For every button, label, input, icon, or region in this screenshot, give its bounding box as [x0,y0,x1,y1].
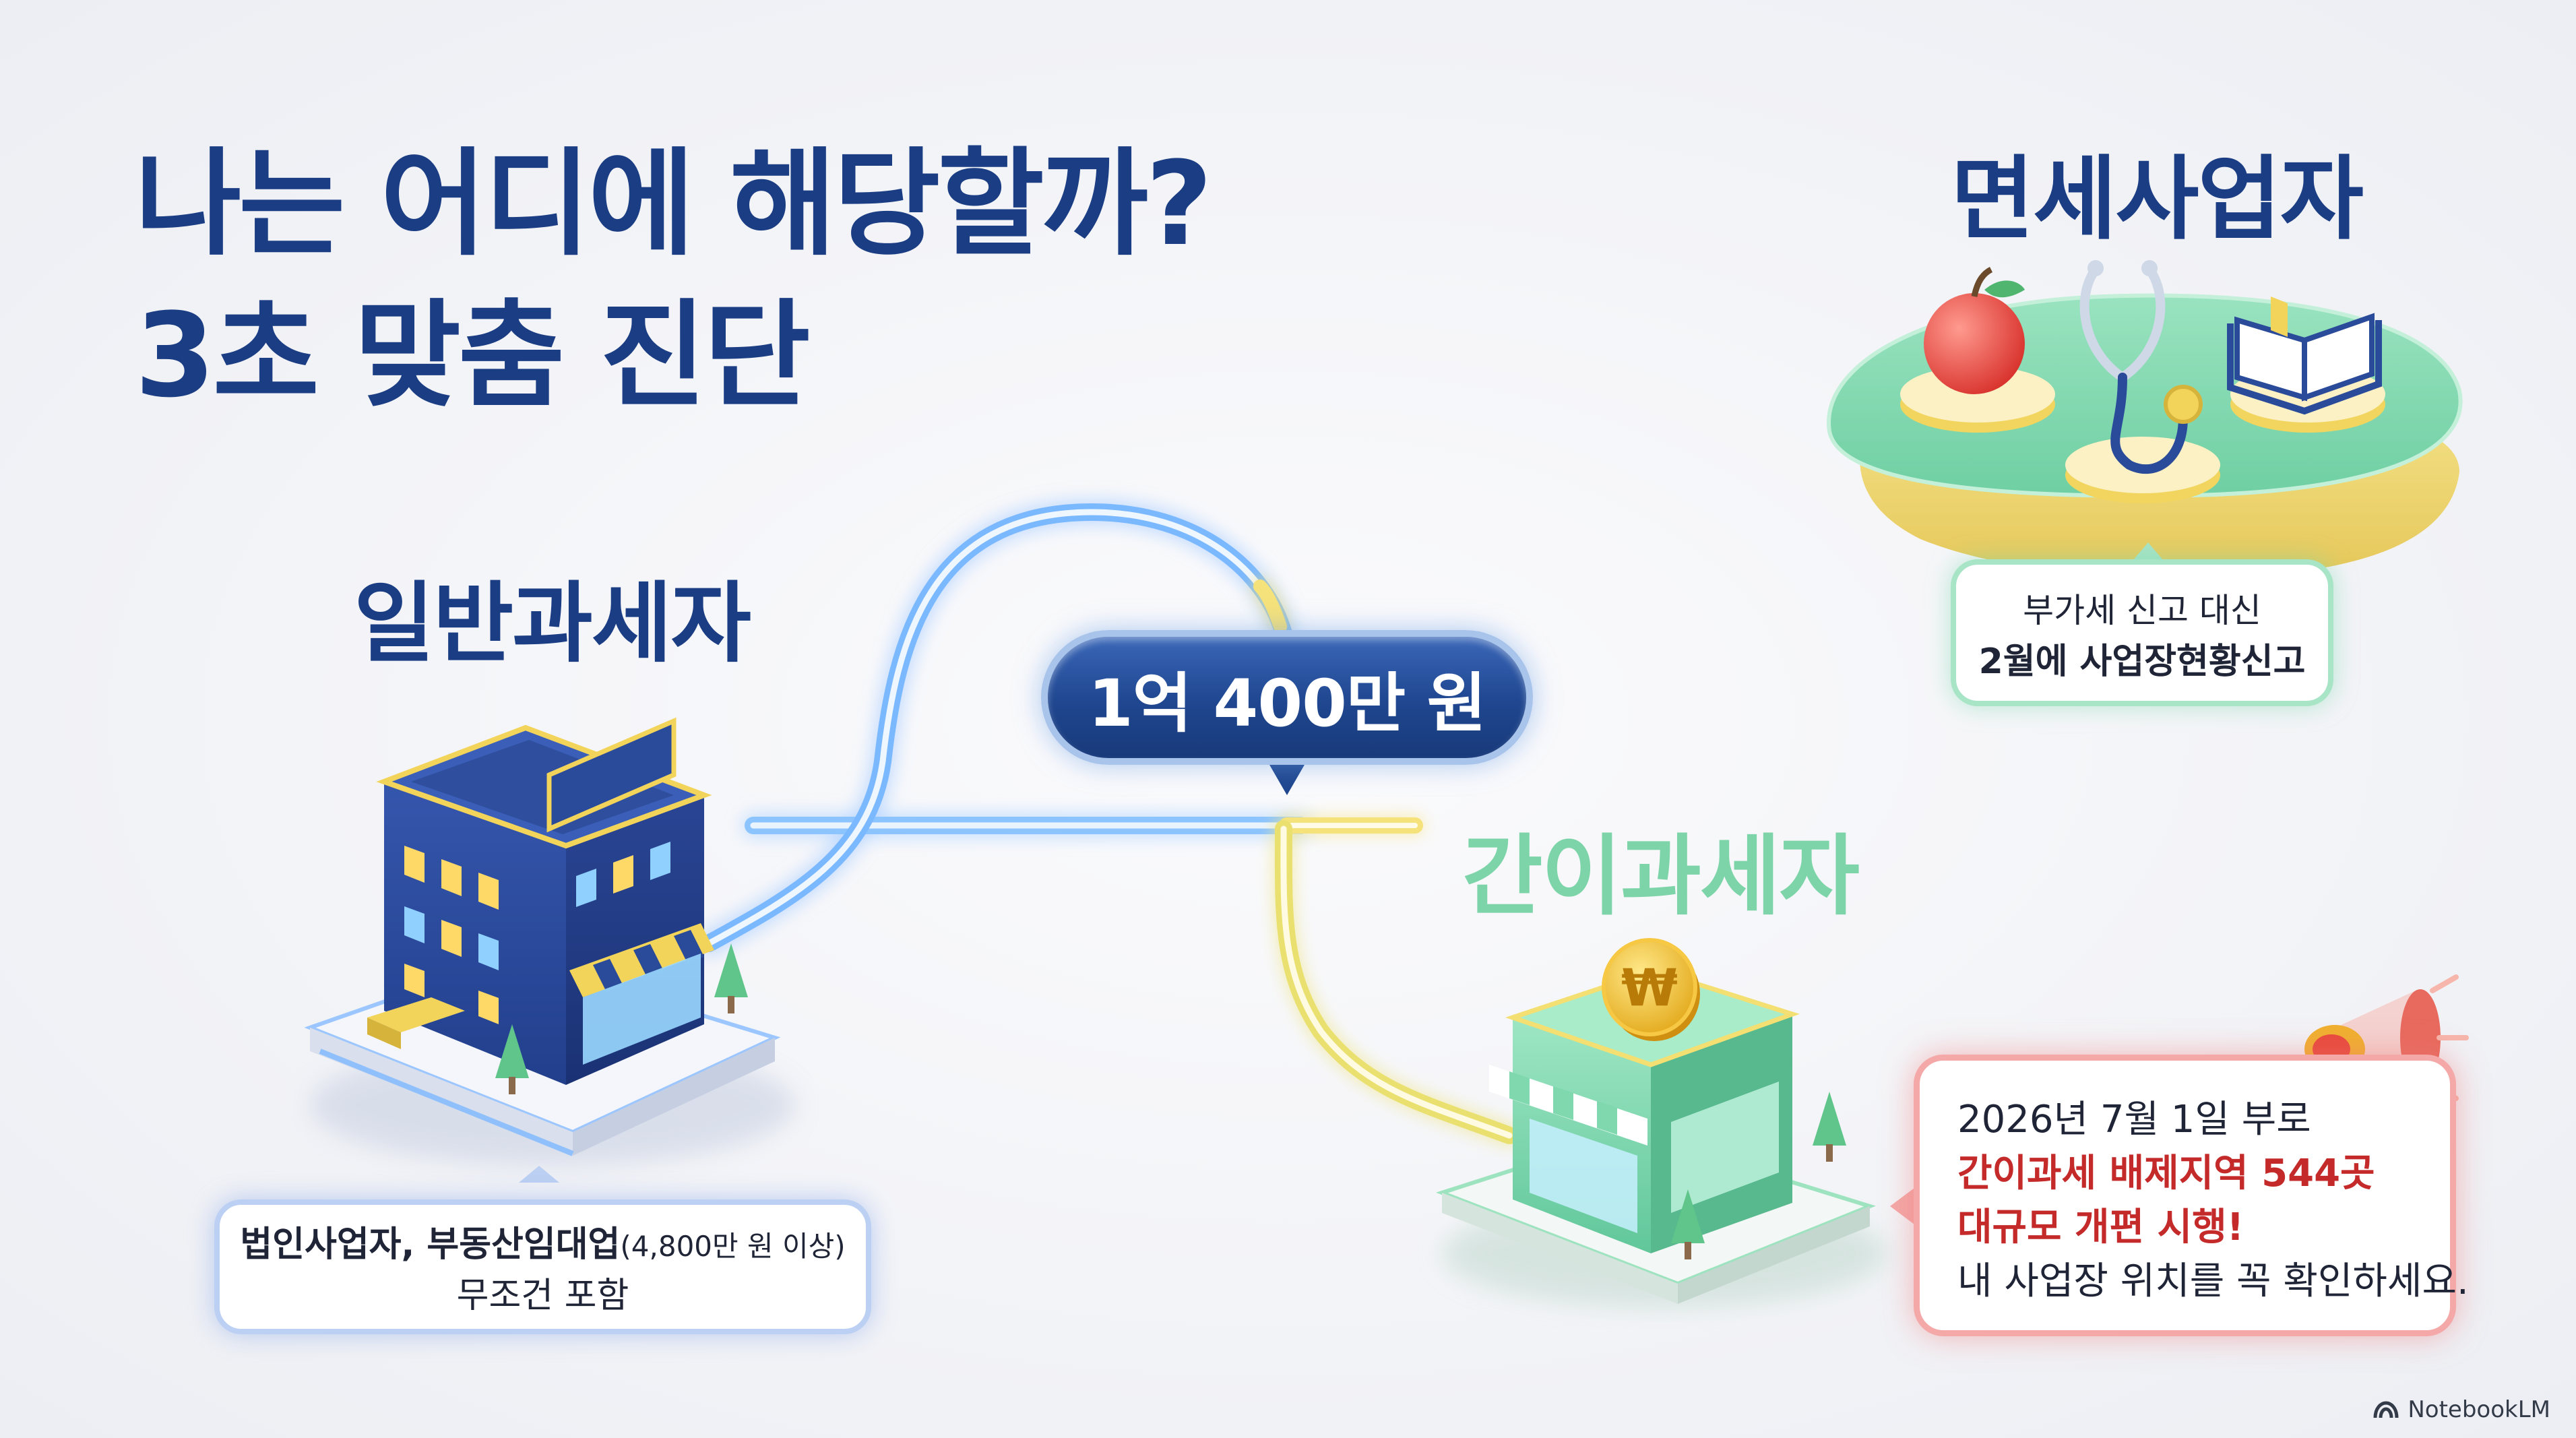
currency-symbol: ₩ [1621,958,1678,1018]
notice-line-1: 2026년 7월 1일 부로 [1957,1098,2311,1142]
simple-notice-callout: 2026년 7월 1일 부로 간이과세 배제지역 544곳 대규모 개편 시행!… [1914,1055,2469,1336]
general-note-small: (4,800만 원 이상) [620,1230,846,1263]
notice-line-3: 대규모 개편 시행! [1957,1206,2244,1249]
general-note-callout: 법인사업자, 부동산임대업(4,800만 원 이상) 무조건 포함 [214,1199,871,1334]
exempt-note-line-2: 2월에 사업장현황신고 [1978,642,2306,682]
title-line-2: 3초 맞춤 진단 [135,288,811,423]
general-note-line-1: 법인사업자, 부동산임대업(4,800만 원 이상) [220,1220,866,1272]
notice-line-4: 내 사업장 위치를 꼭 확인하세요. [1957,1259,2469,1303]
threshold-pointer [1267,760,1307,795]
general-taxpayer-label: 일반과세자 [354,572,751,675]
store-with-coin-icon: ₩ [1435,938,1887,1307]
exempt-business-label: 면세사업자 [1951,146,2364,252]
exempt-note-callout: 부가세 신고 대신 2월에 사업장현황신고 [1951,559,2333,706]
simple-path [1253,580,1518,1144]
apple-icon [1924,266,2025,394]
notice-line-2: 간이과세 배제지역 544곳 [1957,1152,2375,1195]
title-line-1: 나는 어디에 해당할까? [135,136,1213,272]
general-path [700,503,1309,952]
exempt-note-line-1: 부가세 신고 대신 [2023,591,2261,630]
brand-watermark: NotebookLM [2373,1396,2550,1423]
general-note-bold: 법인사업자, 부동산임대업 [240,1224,621,1265]
alert-pointer [1890,1186,1917,1226]
brand-name: NotebookLM [2408,1396,2550,1423]
simple-taxpayer-label: 간이과세자 [1462,825,1860,927]
book-icon [2227,296,2382,415]
notebooklm-logo-icon [2373,1401,2399,1418]
office-building-icon [304,717,795,1183]
page-title: 나는 어디에 해당할까? 3초 맞춤 진단 [135,128,1213,431]
general-note-line-2: 무조건 포함 [456,1276,629,1316]
threshold-badge: 1억 400만 원 [1041,630,1533,765]
stethoscope-icon [2079,260,2203,474]
